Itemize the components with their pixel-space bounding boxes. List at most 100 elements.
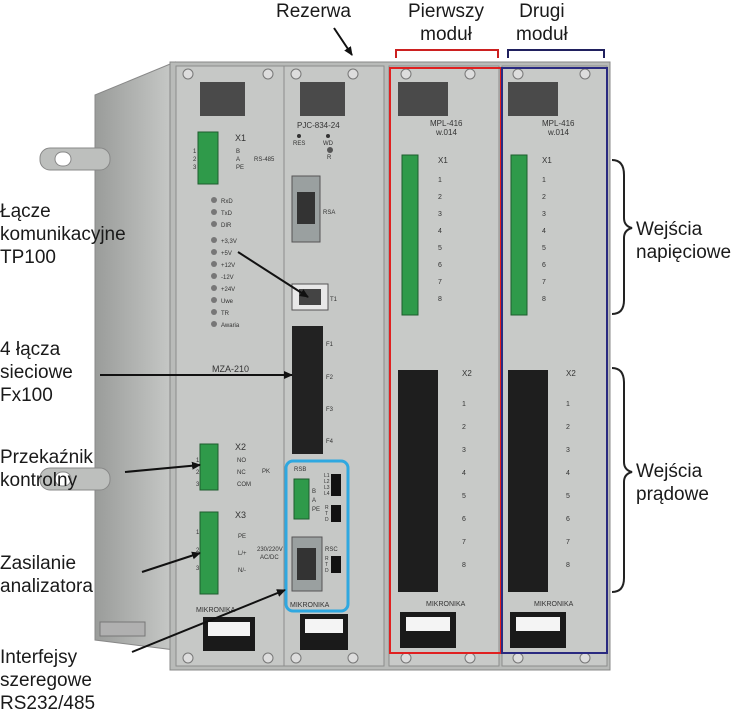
x2-signal-nc: NC: [237, 470, 246, 476]
serial-sticker: [406, 617, 450, 631]
screw-icon: [512, 68, 524, 80]
led-label: TxD: [221, 211, 233, 217]
label-voltage-inputs-line1: Wejścia: [636, 219, 703, 240]
annotation-arrows: [100, 27, 353, 653]
x1-terminal-block: [197, 131, 219, 185]
label-second-module: Drugi moduł: [516, 0, 568, 46]
wd-label: WD: [323, 141, 334, 147]
label-relay-line2: kontrolny: [0, 470, 78, 491]
label-relay-line1: Przekaźnik: [0, 447, 93, 468]
label-tp100-line2: komunikacyjne: [0, 224, 126, 245]
led-label: -12V: [221, 275, 234, 281]
x1-pin-2: 2: [542, 194, 546, 201]
x1-label: X1: [438, 156, 448, 165]
serial-sticker: [208, 622, 250, 636]
f2-label: F2: [326, 375, 334, 381]
x2-label: X2: [566, 369, 576, 378]
label-supply-line1: Zasilanie: [0, 553, 77, 574]
x1-pin-8: 8: [438, 296, 442, 303]
x2-pin-3: 3: [462, 447, 466, 454]
x1-pin-8: 8: [542, 296, 546, 303]
label-fx100-line1: 4 łącza: [0, 339, 61, 360]
label-rezerwa: Rezerwa: [276, 0, 351, 23]
led-label: Uwe: [221, 299, 234, 305]
x1-signal-pe: PE: [236, 165, 244, 171]
x2-pin-3: 3: [196, 482, 200, 488]
x2-signal-com: COM: [237, 482, 251, 488]
x1-pin-1: 1: [438, 177, 442, 184]
x3-signal-pe: PE: [238, 534, 246, 540]
switch-l3: L3: [324, 485, 330, 491]
supply-voltage: 230/220V: [257, 547, 283, 553]
mpl-second-panel: MPL-416 w.014 X1 1 2 3 4 5 6 7 8 X2 1 2 …: [501, 65, 608, 667]
x2-pin-8: 8: [462, 562, 466, 569]
arrow-serial: [131, 589, 286, 653]
pjc-panel: PJC-834-24 RES WD R RSA T1 F1 F2 F3 F4 R…: [283, 65, 385, 667]
arrow-tp100: [237, 251, 309, 298]
label-fx100: 4 łącza sieciowe Fx100: [0, 338, 73, 407]
label-supply-line2: analizatora: [0, 576, 93, 597]
label-fx100-line2: sieciowe: [0, 362, 73, 383]
screw-icon: [347, 68, 359, 80]
label-serial: Interfejsy szeregowe RS232/485: [0, 646, 95, 715]
x1-pin-6: 6: [542, 262, 546, 269]
serial-sticker: [305, 619, 343, 633]
serial-interfaces-frame: [284, 459, 350, 613]
panel-handle: [300, 82, 345, 116]
x2-pin-7: 7: [566, 539, 570, 546]
switch-r: R: [325, 556, 329, 562]
brand-label: MIKRONIKA: [534, 601, 574, 608]
led-label: +3,3V: [221, 239, 237, 245]
rsb-terminal-block: [293, 478, 310, 520]
x2-label: X2: [462, 369, 472, 378]
module-version: w.014: [547, 128, 569, 137]
x2-terminal-block: [398, 370, 438, 592]
x2-pin-4: 4: [566, 470, 570, 477]
x2-pin-1: 1: [196, 458, 200, 464]
t1-label: T1: [330, 297, 338, 303]
x3-pin-1: 1: [196, 530, 200, 536]
x1-pin-7: 7: [542, 279, 546, 286]
x1-pin-1: 1: [542, 177, 546, 184]
screw-icon: [400, 652, 412, 664]
label-tp100-line1: Łącze: [0, 201, 51, 222]
x2-pin-2: 2: [462, 424, 466, 431]
arrow-relay: [124, 461, 201, 473]
x2-pin-1: 1: [566, 401, 570, 408]
supply-type: AC/DC: [260, 555, 279, 561]
x1-pin-5: 5: [542, 245, 546, 252]
switch-l1: L1: [324, 473, 330, 479]
led-label: DIR: [221, 223, 232, 229]
rsb-signal-b: B: [312, 489, 316, 495]
switch-t: T: [325, 511, 328, 517]
module-title: PJC-834-24: [297, 121, 340, 130]
x2-terminal-block: [199, 443, 219, 491]
res-label: RES: [293, 141, 305, 147]
f1-label: F1: [326, 342, 334, 348]
x1-terminal-block: [510, 154, 528, 316]
x1-pin-5: 5: [438, 245, 442, 252]
brand-label: MIKRONIKA: [290, 602, 330, 609]
panel-handle: [200, 82, 245, 116]
rsc-label: RSC: [325, 547, 338, 553]
x2-label: X2: [235, 442, 246, 452]
first-module-bracket: [395, 49, 499, 58]
brand-label: MIKRONIKA: [426, 601, 466, 608]
x2-pin-4: 4: [462, 470, 466, 477]
x1-label: X1: [235, 133, 246, 143]
led-label: Awaria: [221, 323, 240, 329]
x2-pin-7: 7: [462, 539, 466, 546]
screw-icon: [400, 68, 412, 80]
brand-label: MIKRONIKA: [196, 607, 236, 614]
x2-pin-2: 2: [566, 424, 570, 431]
label-serial-line2: szeregowe: [0, 670, 92, 691]
f4-label: F4: [326, 439, 334, 445]
x2-pin-2: 2: [196, 470, 200, 476]
label-second-module-line2: moduł: [516, 24, 568, 45]
screw-icon: [464, 652, 476, 664]
x3-pin-3: 3: [196, 566, 200, 572]
x1-label: X1: [542, 156, 552, 165]
x2-pin-6: 6: [566, 516, 570, 523]
x1-pin-3: 3: [542, 211, 546, 218]
label-serial-line1: Interfejsy: [0, 647, 78, 668]
